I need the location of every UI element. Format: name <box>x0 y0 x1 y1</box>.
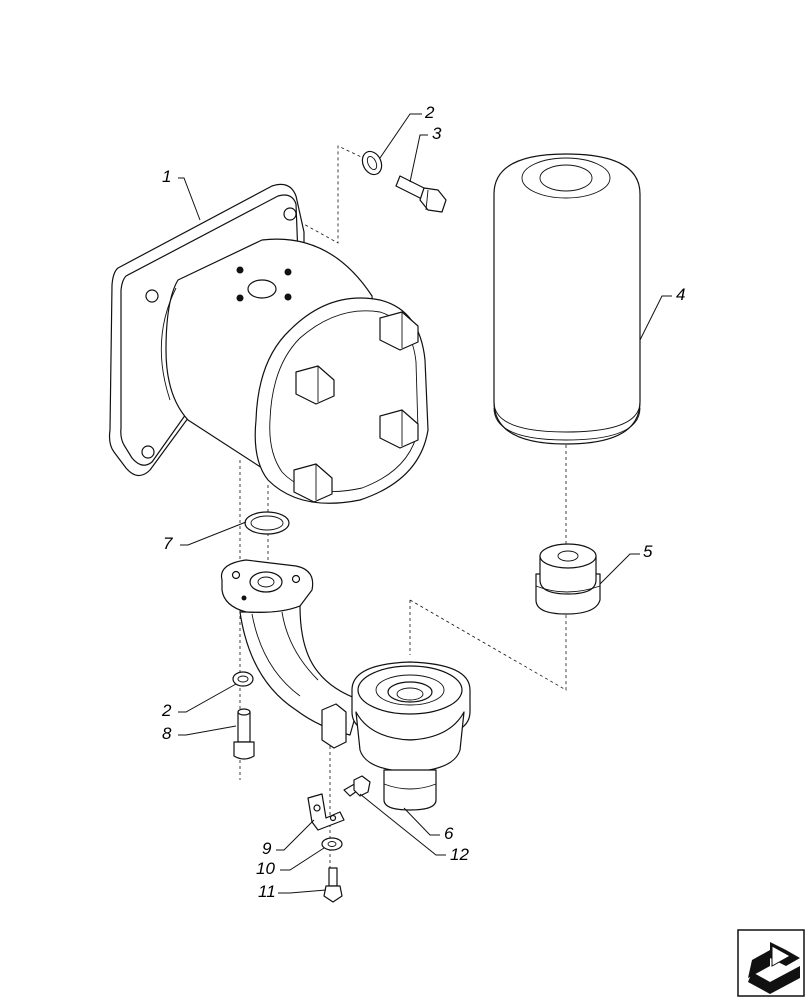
callout-2-lower: 2 <box>161 701 172 720</box>
callout-11: 11 <box>258 882 276 901</box>
callout-1: 1 <box>162 167 171 186</box>
filter-cartridge <box>493 153 641 445</box>
hex-bolt-small <box>343 775 371 797</box>
callout-4: 4 <box>676 285 685 304</box>
hex-bolt-bottom <box>323 867 343 903</box>
callout-10: 10 <box>256 859 275 878</box>
callout-5: 5 <box>643 542 653 561</box>
lock-washer-lower <box>232 671 254 687</box>
callout-2-top: 2 <box>424 103 435 122</box>
callout-12: 12 <box>450 845 469 864</box>
cover-bolt <box>379 311 419 351</box>
filter-adapter <box>535 543 601 615</box>
leader-lines <box>178 113 672 894</box>
callout-7: 7 <box>163 534 173 553</box>
callout-6: 6 <box>444 824 454 843</box>
return-arrow-icon[interactable] <box>737 929 805 997</box>
elbow-housing <box>220 559 471 811</box>
mounting-bracket <box>307 793 345 831</box>
hex-bolt-top <box>395 175 447 213</box>
cover-bolt <box>295 365 335 405</box>
cover-bolt <box>379 409 419 449</box>
flat-washer <box>321 837 343 851</box>
callout-labels: 1 2 3 4 5 7 2 8 6 9 10 12 11 <box>161 103 685 901</box>
cap-screw <box>233 708 255 760</box>
lock-washer-top <box>361 150 383 176</box>
callout-3: 3 <box>432 124 442 143</box>
o-ring <box>244 511 290 535</box>
hydraulic-pump <box>108 183 429 504</box>
cover-bolt <box>293 463 333 503</box>
callout-8: 8 <box>162 724 172 743</box>
callout-9: 9 <box>262 839 272 858</box>
